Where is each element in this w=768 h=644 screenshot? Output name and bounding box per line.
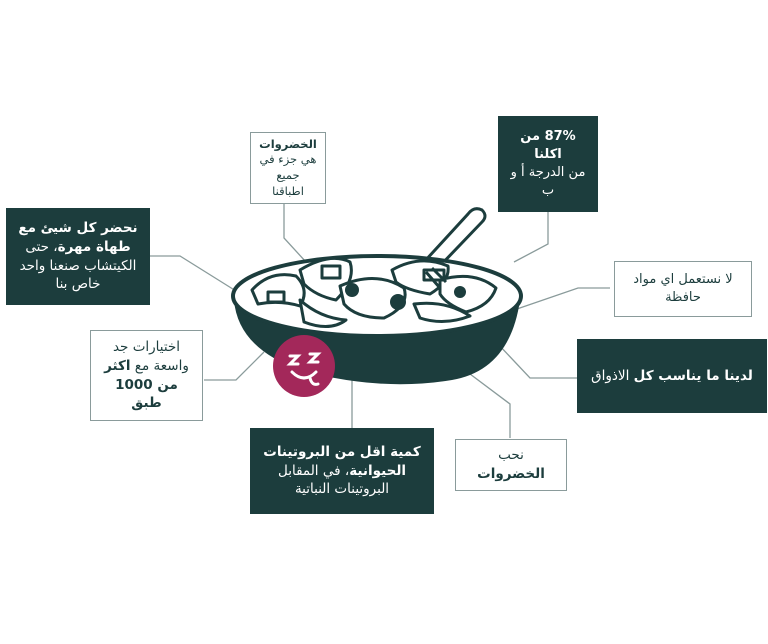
callout-no-preservatives: لا نستعمل اي مواد حافظة — [614, 261, 752, 317]
choices-text: اختيارات جد واسعة مع — [112, 338, 189, 374]
no-preservatives-text: لا نستعمل اي مواد حافظة — [633, 271, 733, 305]
callout-skilled-chefs: نحضر كل شيئ مع طهاة مهرة، حتى الكيتشاب ص… — [6, 208, 150, 305]
callout-less-animal-protein: كمية اقل من البروتينات الحيوانية، في الم… — [250, 428, 434, 514]
veg-part-text: هي جزء في جميع اطباقنا — [259, 152, 317, 198]
chef-title: نحضر كل شيئ مع طهاة مهرة — [18, 219, 138, 255]
olives — [345, 283, 466, 310]
tastes-bold: لدينا ما يناسب كل — [633, 367, 753, 384]
smiley-face-icon — [286, 352, 322, 386]
grade-ab-text: من الدرجة أ و ب — [510, 165, 586, 199]
callout-wide-choices: اختيارات جد واسعة مع اكثر من 1000 طبق — [90, 330, 203, 421]
connector-lines — [150, 203, 610, 438]
grade-ab-title: 87% من اكلنا — [520, 128, 576, 162]
love-veg-text: نحب — [498, 447, 524, 464]
food — [250, 256, 498, 328]
logo-circle — [273, 335, 335, 397]
callout-love-vegetables: نحب الخضروات — [455, 439, 567, 491]
protein-bold: كمية اقل من البروتينات الحيوانية — [263, 443, 421, 479]
chef-text: ، حتى الكيتشاب صنعنا واحد خاص بنا — [19, 238, 137, 293]
callout-all-tastes: لدينا ما يناسب كل الاذواق — [577, 339, 767, 413]
veg-part-title: الخضروات — [259, 136, 317, 151]
protein-text: ، في المقابل البروتينات النباتية — [277, 462, 390, 498]
choices-bold: اكثر من 1000 طبق — [104, 357, 178, 412]
fork-tines — [424, 266, 448, 289]
fork-handle — [421, 207, 487, 272]
love-veg-bold: الخضروات — [477, 466, 545, 482]
tastes-text: الاذواق — [591, 367, 634, 384]
callout-vegetables-part: الخضروات هي جزء في جميع اطباقنا — [250, 132, 326, 204]
callout-grade-ab: 87% من اكلنا من الدرجة أ و ب — [498, 116, 598, 212]
